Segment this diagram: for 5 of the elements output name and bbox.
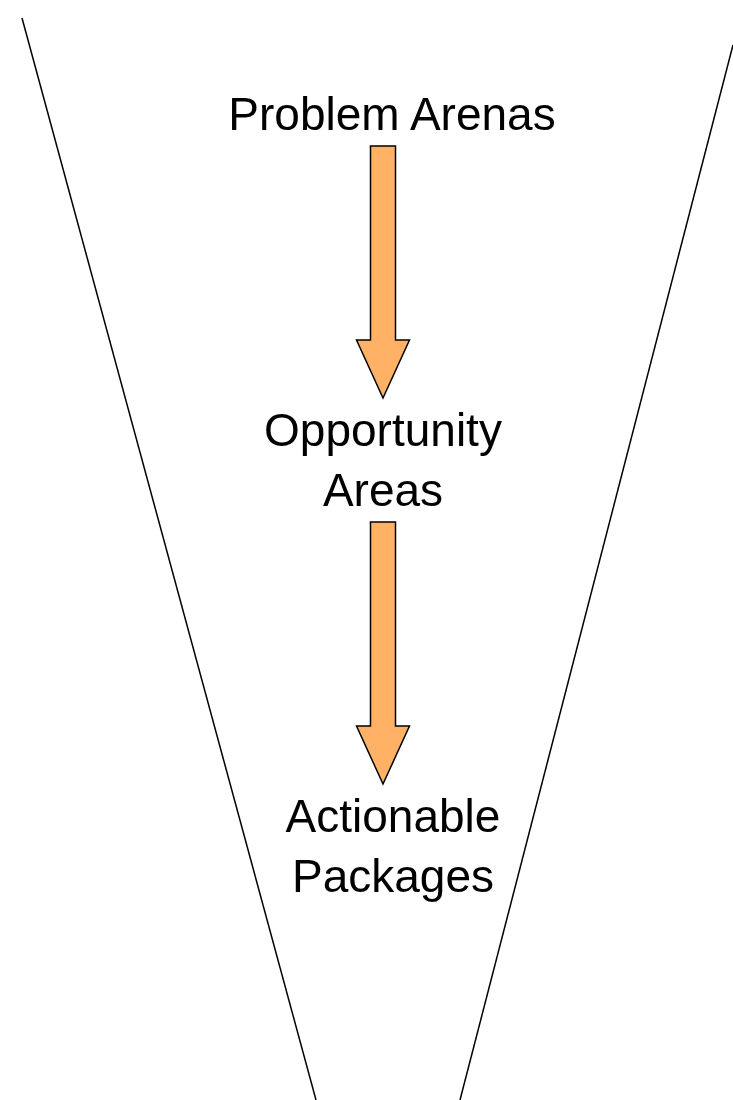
- stage-label: Problem Arenas: [182, 84, 602, 144]
- stage-label: Actionable Packages: [243, 786, 543, 906]
- stage-label: Opportunity Areas: [233, 400, 533, 520]
- arrow: [355, 145, 411, 400]
- arrow: [355, 521, 411, 786]
